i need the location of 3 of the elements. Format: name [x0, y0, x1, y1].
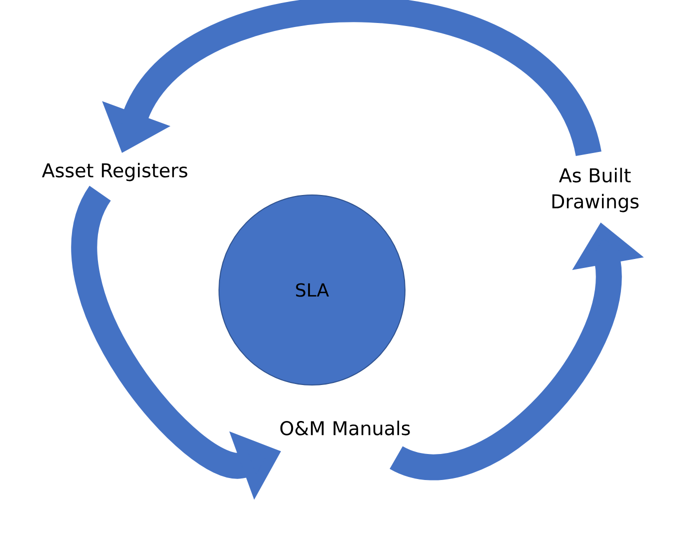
label-text: Asset Registers [42, 162, 188, 182]
label-text: O&M Manuals [280, 420, 410, 436]
label-text: As Built Drawings [552, 168, 639, 212]
